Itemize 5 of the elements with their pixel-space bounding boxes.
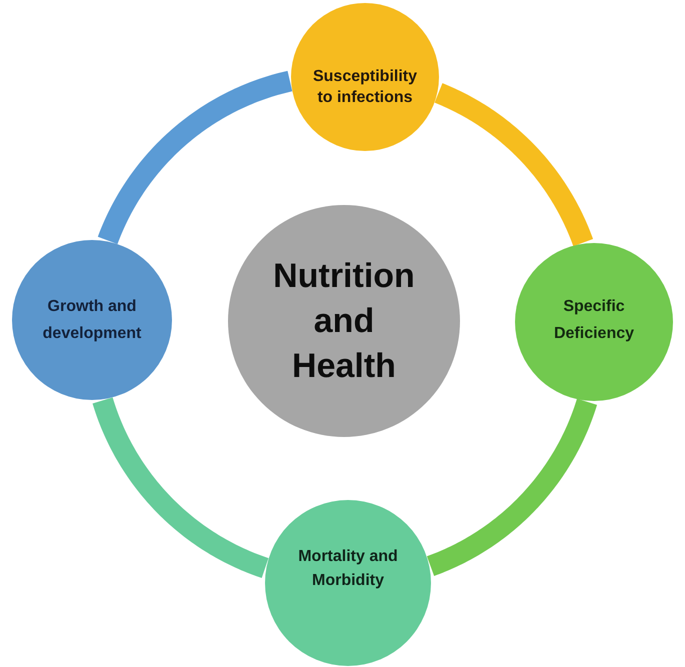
node-label: Susceptibility to infections — [312, 67, 418, 108]
node-label: Mortality and Morbidity — [297, 547, 399, 591]
node-label: Nutrition and Health — [272, 256, 416, 386]
node-label: Growth and development — [42, 297, 142, 344]
node-label: Specific Deficiency — [552, 297, 636, 344]
